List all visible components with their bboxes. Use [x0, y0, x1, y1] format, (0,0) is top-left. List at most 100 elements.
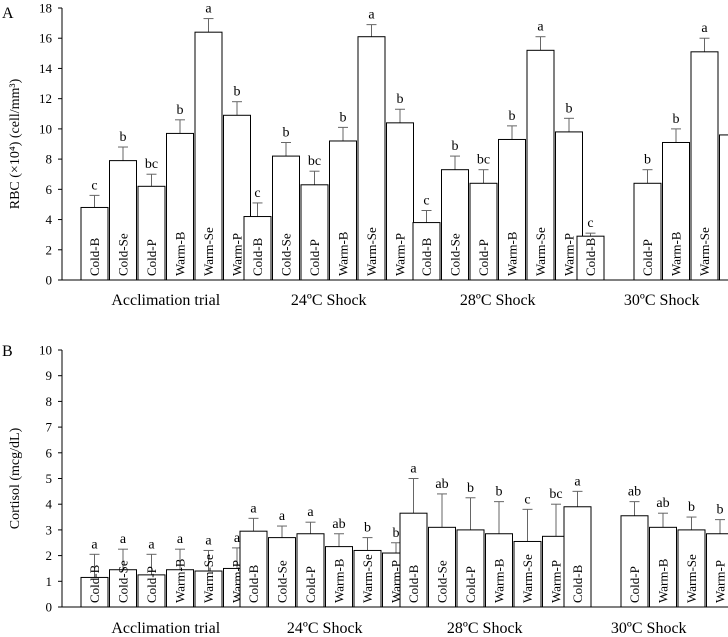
significance-label: ab — [628, 485, 641, 500]
y-tick-label: 12 — [39, 91, 52, 106]
bar-label: Cold-B — [246, 564, 261, 603]
significance-label: b — [496, 485, 503, 500]
significance-label: c — [587, 216, 593, 231]
bar-label: Warm-B — [173, 558, 188, 603]
y-tick-label: 8 — [46, 394, 53, 409]
bar-label: Warm-Se — [201, 554, 216, 603]
bar — [399, 512, 428, 608]
significance-label: bc — [549, 487, 562, 502]
bar — [223, 114, 251, 281]
bar-label: Cold-B — [87, 237, 102, 276]
significance-label: a — [574, 474, 581, 489]
significance-label: b — [397, 92, 404, 107]
category-label: 24ºC Shock — [287, 620, 363, 637]
significance-label: b — [234, 85, 241, 100]
significance-label: b — [177, 103, 184, 118]
bar-label: Warm-P — [549, 560, 564, 603]
bar-label: Cold-P — [640, 239, 655, 276]
y-axis-title: RBC (×10⁴) (cell/mm³) — [8, 78, 23, 209]
y-tick-label: 0 — [46, 273, 53, 288]
bar-label: Warm-Se — [697, 227, 712, 276]
significance-label: b — [340, 110, 347, 125]
bar-label: Cold-B — [250, 237, 265, 276]
bar — [357, 36, 386, 281]
bar-label: Warm-B — [492, 558, 507, 603]
bar-label: Cold-B — [406, 564, 421, 603]
bar-label: Warm-B — [332, 558, 347, 603]
bar-label: Warm-B — [656, 558, 671, 603]
bar — [329, 140, 357, 281]
significance-label: bc — [145, 157, 158, 172]
significance-label: a — [410, 462, 417, 477]
bar — [268, 537, 296, 608]
bar — [166, 569, 194, 608]
bar-label: Warm-B — [173, 231, 188, 276]
significance-label: a — [205, 533, 212, 548]
significance-label: a — [148, 537, 155, 552]
bar — [166, 132, 194, 281]
bar — [706, 533, 728, 608]
bar — [649, 526, 677, 608]
y-tick-label: 2 — [46, 242, 53, 257]
significance-label: c — [254, 186, 260, 201]
bar-label: Cold-P — [303, 566, 318, 603]
y-tick-label: 16 — [39, 31, 53, 46]
y-tick-label: 9 — [46, 368, 53, 383]
bar — [353, 549, 382, 608]
significance-label: b — [393, 526, 400, 541]
y-tick-label: 0 — [46, 600, 53, 615]
significance-label: ab — [435, 477, 448, 492]
panel-b-letter: B — [2, 343, 13, 360]
category-label: 24ºC Shock — [291, 292, 367, 309]
bar — [719, 134, 728, 281]
significance-label: a — [368, 8, 375, 23]
bar-label: Cold-B — [419, 237, 434, 276]
significance-label: ab — [656, 496, 669, 511]
significance-label: a — [120, 532, 127, 547]
bar — [194, 31, 223, 281]
y-tick-label: 14 — [39, 61, 53, 76]
significance-label: b — [509, 109, 516, 124]
significance-label: a — [177, 532, 184, 547]
y-tick-label: 4 — [46, 497, 53, 512]
bar-label: Warm-P — [230, 233, 245, 276]
y-tick-label: 3 — [46, 522, 53, 537]
significance-label: c — [91, 178, 97, 193]
y-axis-title: Cortisol (mcg/dL) — [8, 427, 23, 529]
significance-label: bc — [308, 154, 321, 169]
significance-label: a — [701, 21, 708, 36]
bar-label: Cold-Se — [275, 560, 290, 603]
bar-label: Cold-P — [144, 566, 159, 603]
bar-label: Warm-Se — [520, 554, 535, 603]
bar-label: Cold-Se — [116, 233, 131, 276]
category-label: Acclimation trial — [111, 292, 220, 309]
bar — [456, 529, 485, 608]
bar — [620, 515, 649, 608]
y-tick-label: 6 — [46, 182, 53, 197]
bar-label: Cold-B — [87, 564, 102, 603]
y-tick-label: 10 — [39, 121, 52, 136]
significance-label: b — [364, 521, 371, 536]
significance-label: b — [452, 139, 459, 154]
bar — [563, 506, 592, 608]
significance-label: c — [423, 193, 429, 208]
category-label: 30ºC Shock — [624, 292, 700, 309]
bar-label: Cold-P — [144, 239, 159, 276]
significance-label: b — [120, 130, 127, 145]
bar-label: Cold-Se — [448, 233, 463, 276]
bar-label: Cold-Se — [279, 233, 294, 276]
bar — [633, 182, 662, 281]
bar — [485, 533, 513, 608]
bar — [243, 216, 272, 281]
significance-label: a — [250, 501, 257, 516]
bar-label: Cold-B — [570, 564, 585, 603]
bar — [498, 138, 526, 281]
bar — [526, 49, 555, 281]
bar — [239, 530, 268, 608]
bar-label: Warm-Se — [364, 227, 379, 276]
significance-label: b — [644, 153, 651, 168]
bar — [677, 529, 706, 608]
bar-label: Warm-P — [726, 233, 728, 276]
